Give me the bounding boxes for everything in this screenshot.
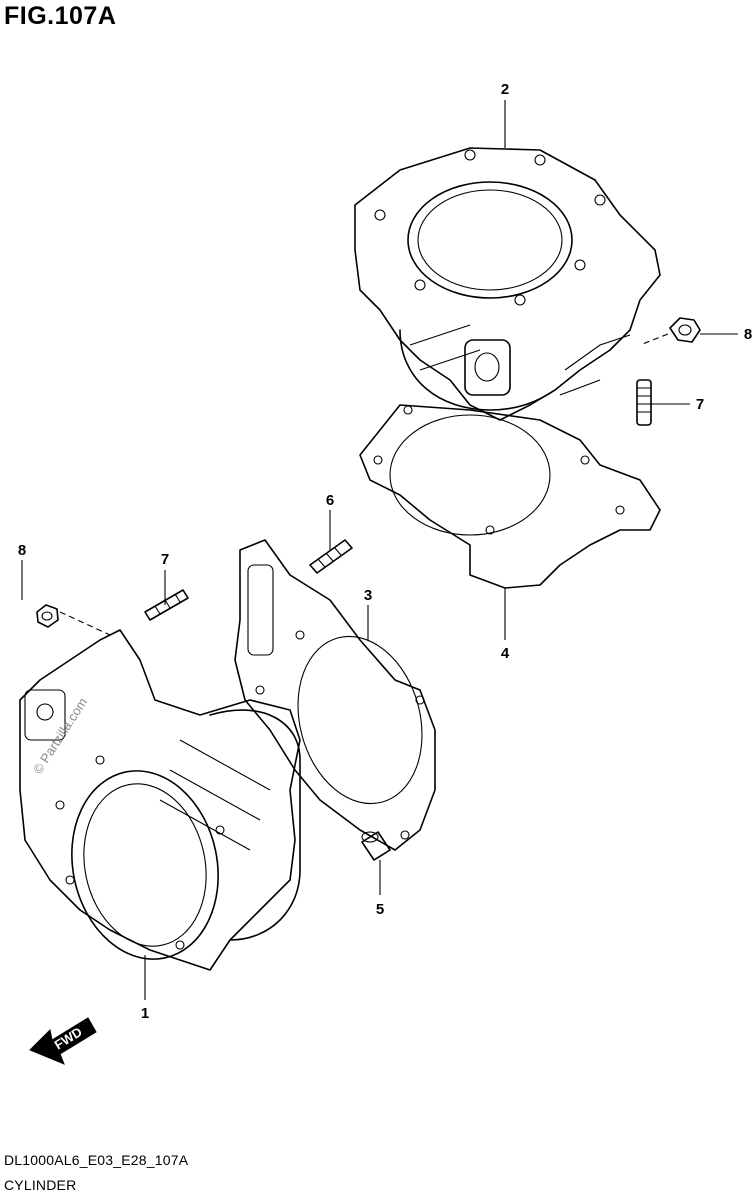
long-stud-drawing (309, 539, 353, 574)
figure-title: FIG.107A (4, 2, 117, 30)
callout-7-upper: 7 (696, 396, 704, 413)
nut-leader-dashed (639, 333, 669, 346)
upper-nut-drawing (669, 317, 701, 343)
callout-7-lower: 7 (161, 551, 169, 568)
callout-6: 6 (326, 492, 334, 509)
diagram-name: CYLINDER (4, 1177, 77, 1193)
callout-3: 3 (364, 587, 372, 604)
callout-4: 4 (501, 645, 510, 662)
rear-cylinder-drawing (354, 147, 661, 421)
fwd-arrow-icon: FWD (29, 1017, 97, 1065)
callout-1: 1 (141, 1005, 149, 1022)
lower-nut-drawing (36, 604, 59, 628)
callout-leaders (21, 100, 738, 1000)
front-cylinder-drawing (19, 629, 301, 971)
dowel-pin-drawing (361, 831, 391, 861)
rear-cylinder-gasket-drawing (359, 404, 661, 589)
lower-nut-leader-dashed (59, 611, 111, 636)
lower-stud-drawing (144, 589, 189, 621)
callout-8-lower: 8 (18, 542, 26, 559)
callout-8-upper: 8 (744, 326, 752, 343)
front-cylinder-gasket-drawing (234, 539, 436, 851)
diagram-model-code: DL1000AL6_E03_E28_107A (4, 1152, 189, 1168)
upper-stud-drawing (636, 379, 652, 426)
callout-2: 2 (501, 81, 509, 98)
callout-5: 5 (376, 901, 384, 918)
